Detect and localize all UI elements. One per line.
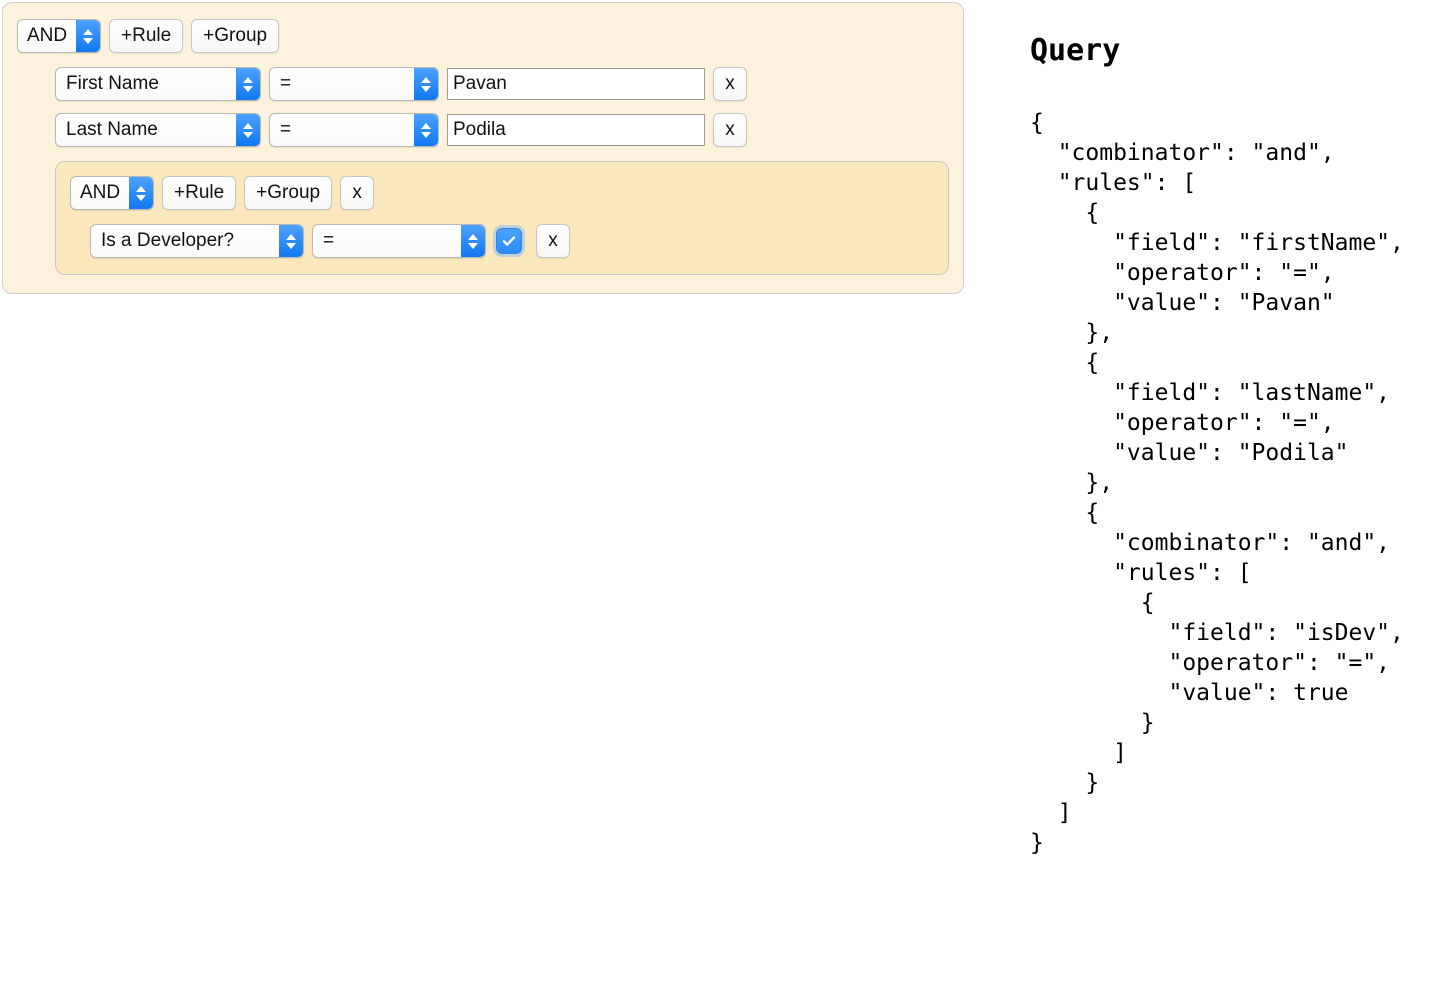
chevron-down-icon — [243, 85, 253, 92]
chevron-down-icon — [468, 242, 478, 249]
remove-group-button-inner[interactable]: x — [340, 176, 375, 210]
rule-field-select[interactable]: Last Name — [55, 113, 261, 147]
rule-operator-select[interactable]: = — [312, 224, 486, 258]
chevron-down-icon — [421, 85, 431, 92]
stepper-icon[interactable] — [461, 225, 485, 257]
remove-rule-button[interactable]: x — [713, 113, 747, 147]
query-json-output: { "combinator": "and", "rules": [ { "fie… — [1030, 110, 1404, 856]
chevron-down-icon — [83, 37, 93, 44]
group-header-outer: AND +Rule +Group — [17, 19, 949, 53]
combinator-select-inner-value: AND — [80, 182, 121, 203]
rule-operator-select-value: = — [280, 119, 292, 140]
combinator-select-outer-value: AND — [27, 25, 68, 46]
stepper-icon[interactable] — [76, 20, 100, 52]
stepper-icon[interactable] — [236, 68, 260, 100]
rule-operator-select[interactable]: = — [269, 113, 439, 147]
add-rule-button-inner[interactable]: +Rule — [162, 176, 237, 210]
chevron-up-icon — [136, 185, 146, 192]
rule-row: First Name = x — [55, 67, 949, 101]
chevron-up-icon — [243, 122, 253, 129]
stepper-icon[interactable] — [414, 114, 438, 146]
chevron-up-icon — [243, 76, 253, 83]
query-builder: AND +Rule +Group First Name — [2, 2, 964, 294]
chevron-down-icon — [286, 242, 296, 249]
rule-field-select-value: Last Name — [66, 119, 158, 140]
remove-rule-button[interactable]: x — [536, 224, 570, 258]
rule-field-select-value: First Name — [66, 73, 159, 94]
rule-row: Last Name = x — [55, 113, 949, 147]
rule-operator-select-value: = — [323, 230, 335, 251]
add-group-button-inner[interactable]: +Group — [244, 176, 333, 210]
stepper-icon[interactable] — [279, 225, 303, 257]
add-rule-button-outer[interactable]: +Rule — [109, 19, 184, 53]
rule-value-input[interactable] — [447, 114, 705, 146]
rule-row: Is a Developer? = — [90, 224, 934, 258]
check-icon — [502, 236, 516, 246]
chevron-up-icon — [83, 28, 93, 35]
chevron-up-icon — [286, 233, 296, 240]
group-header-inner: AND +Rule +Group x — [70, 176, 934, 210]
query-panel-title: Query — [1030, 33, 1121, 68]
rule-value-checkbox[interactable] — [496, 228, 522, 254]
rule-field-select[interactable]: Is a Developer? — [90, 224, 304, 258]
chevron-down-icon — [421, 131, 431, 138]
chevron-up-icon — [468, 233, 478, 240]
rule-field-select[interactable]: First Name — [55, 67, 261, 101]
chevron-up-icon — [421, 122, 431, 129]
rule-operator-select[interactable]: = — [269, 67, 439, 101]
stepper-icon[interactable] — [414, 68, 438, 100]
stepper-icon[interactable] — [236, 114, 260, 146]
chevron-down-icon — [136, 194, 146, 201]
chevron-up-icon — [421, 76, 431, 83]
chevron-down-icon — [243, 131, 253, 138]
rule-field-select-value: Is a Developer? — [101, 230, 235, 251]
rule-operator-select-value: = — [280, 73, 292, 94]
combinator-select-outer[interactable]: AND — [17, 19, 101, 53]
stepper-icon[interactable] — [129, 177, 153, 209]
rule-value-input[interactable] — [447, 68, 705, 100]
remove-rule-button[interactable]: x — [713, 67, 747, 101]
rule-list-outer: First Name = x — [17, 67, 949, 275]
add-group-button-outer[interactable]: +Group — [191, 19, 280, 53]
query-panel: Query { "combinator": "and", "rules": [ … — [1030, 36, 1456, 858]
rule-group-outer: AND +Rule +Group First Name — [2, 2, 964, 294]
combinator-select-inner[interactable]: AND — [70, 176, 154, 210]
rule-group-inner: AND +Rule +Group x Is a Developer? — [55, 161, 949, 275]
